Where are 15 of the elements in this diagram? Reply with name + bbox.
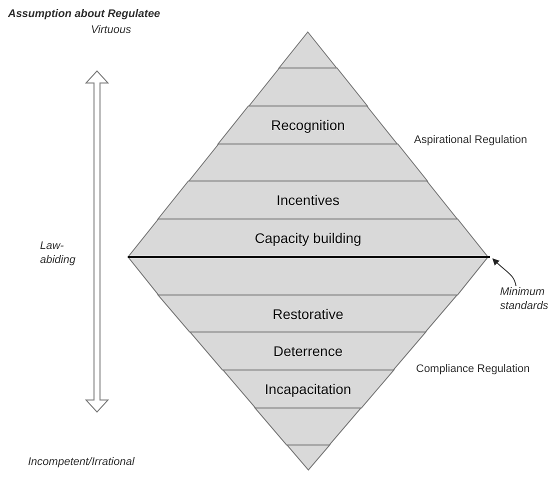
band-label: Incapacitation [264,381,352,397]
axis-label: Incompetent/Irrational [28,456,136,470]
leader-arrow [492,258,516,286]
band-label: Incentives [276,192,340,208]
axis-label: Law-abiding [40,240,76,268]
band-label: Deterrence [273,343,343,359]
axis-label: Virtuous [90,24,132,38]
minimum-standard-line [128,256,490,258]
band-label: Restorative [272,306,344,322]
note-text: Minimum standards [500,286,548,312]
band-label: Capacity building [254,230,362,246]
axis-label: Compliance Regulation [416,363,531,377]
axis-label: Aspirational Regulation [414,134,528,148]
title: Assumption about Regulatee [8,8,160,20]
band-label: Recognition [271,117,345,133]
